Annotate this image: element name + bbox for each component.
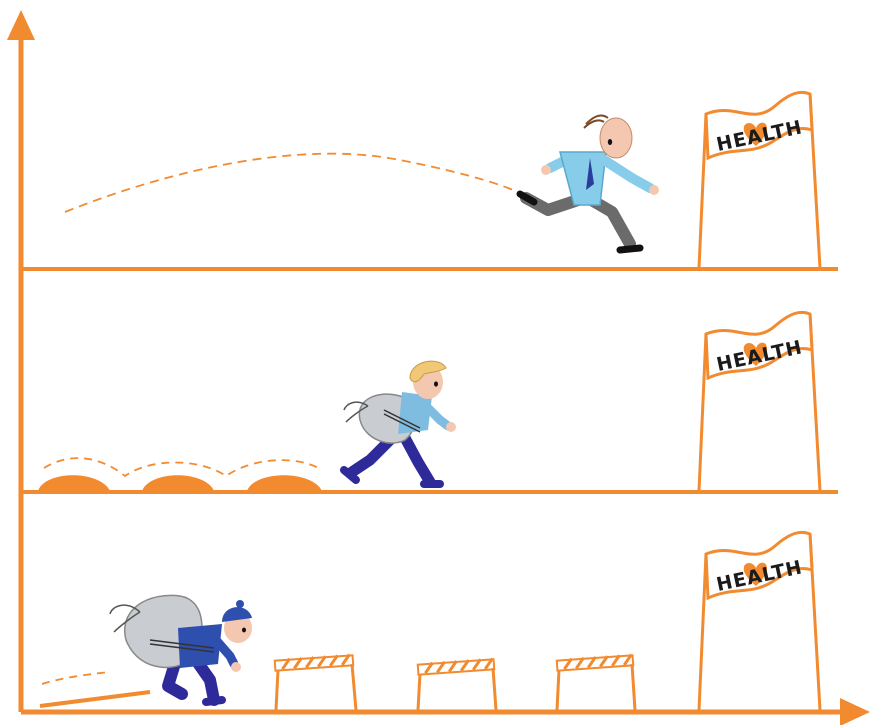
hurdle: [555, 653, 637, 711]
businessman-runner-icon: [516, 114, 659, 254]
lane-middle-obstacles: [38, 457, 323, 491]
hurdle: [416, 657, 498, 711]
y-axis-arrowhead: [7, 10, 35, 40]
lane-bottom-obstacles: [39, 653, 637, 711]
axes: [7, 10, 870, 725]
heart-icon: [743, 342, 768, 366]
runner-with-sack-icon: [340, 360, 456, 488]
heart-icon: [743, 562, 768, 586]
mound: [142, 475, 214, 491]
hurdle: [273, 653, 358, 711]
jump-trajectory: [41, 671, 111, 685]
heart-icon: [743, 122, 768, 146]
mound: [38, 475, 110, 491]
jump-trajectory: [43, 457, 323, 478]
banner-pole: [697, 333, 708, 492]
finish-banner-top: HEALTH: [697, 90, 822, 269]
ramp: [39, 690, 151, 708]
mound: [247, 475, 322, 491]
x-axis-arrowhead: [840, 698, 870, 725]
banner-pole: [697, 113, 708, 269]
runner-with-large-sack-icon: [109, 594, 252, 706]
finish-banner-middle: HEALTH: [697, 310, 822, 492]
finish-banner-bottom: HEALTH: [697, 530, 822, 711]
jump-trajectory: [64, 152, 519, 213]
banner-pole: [697, 553, 708, 711]
